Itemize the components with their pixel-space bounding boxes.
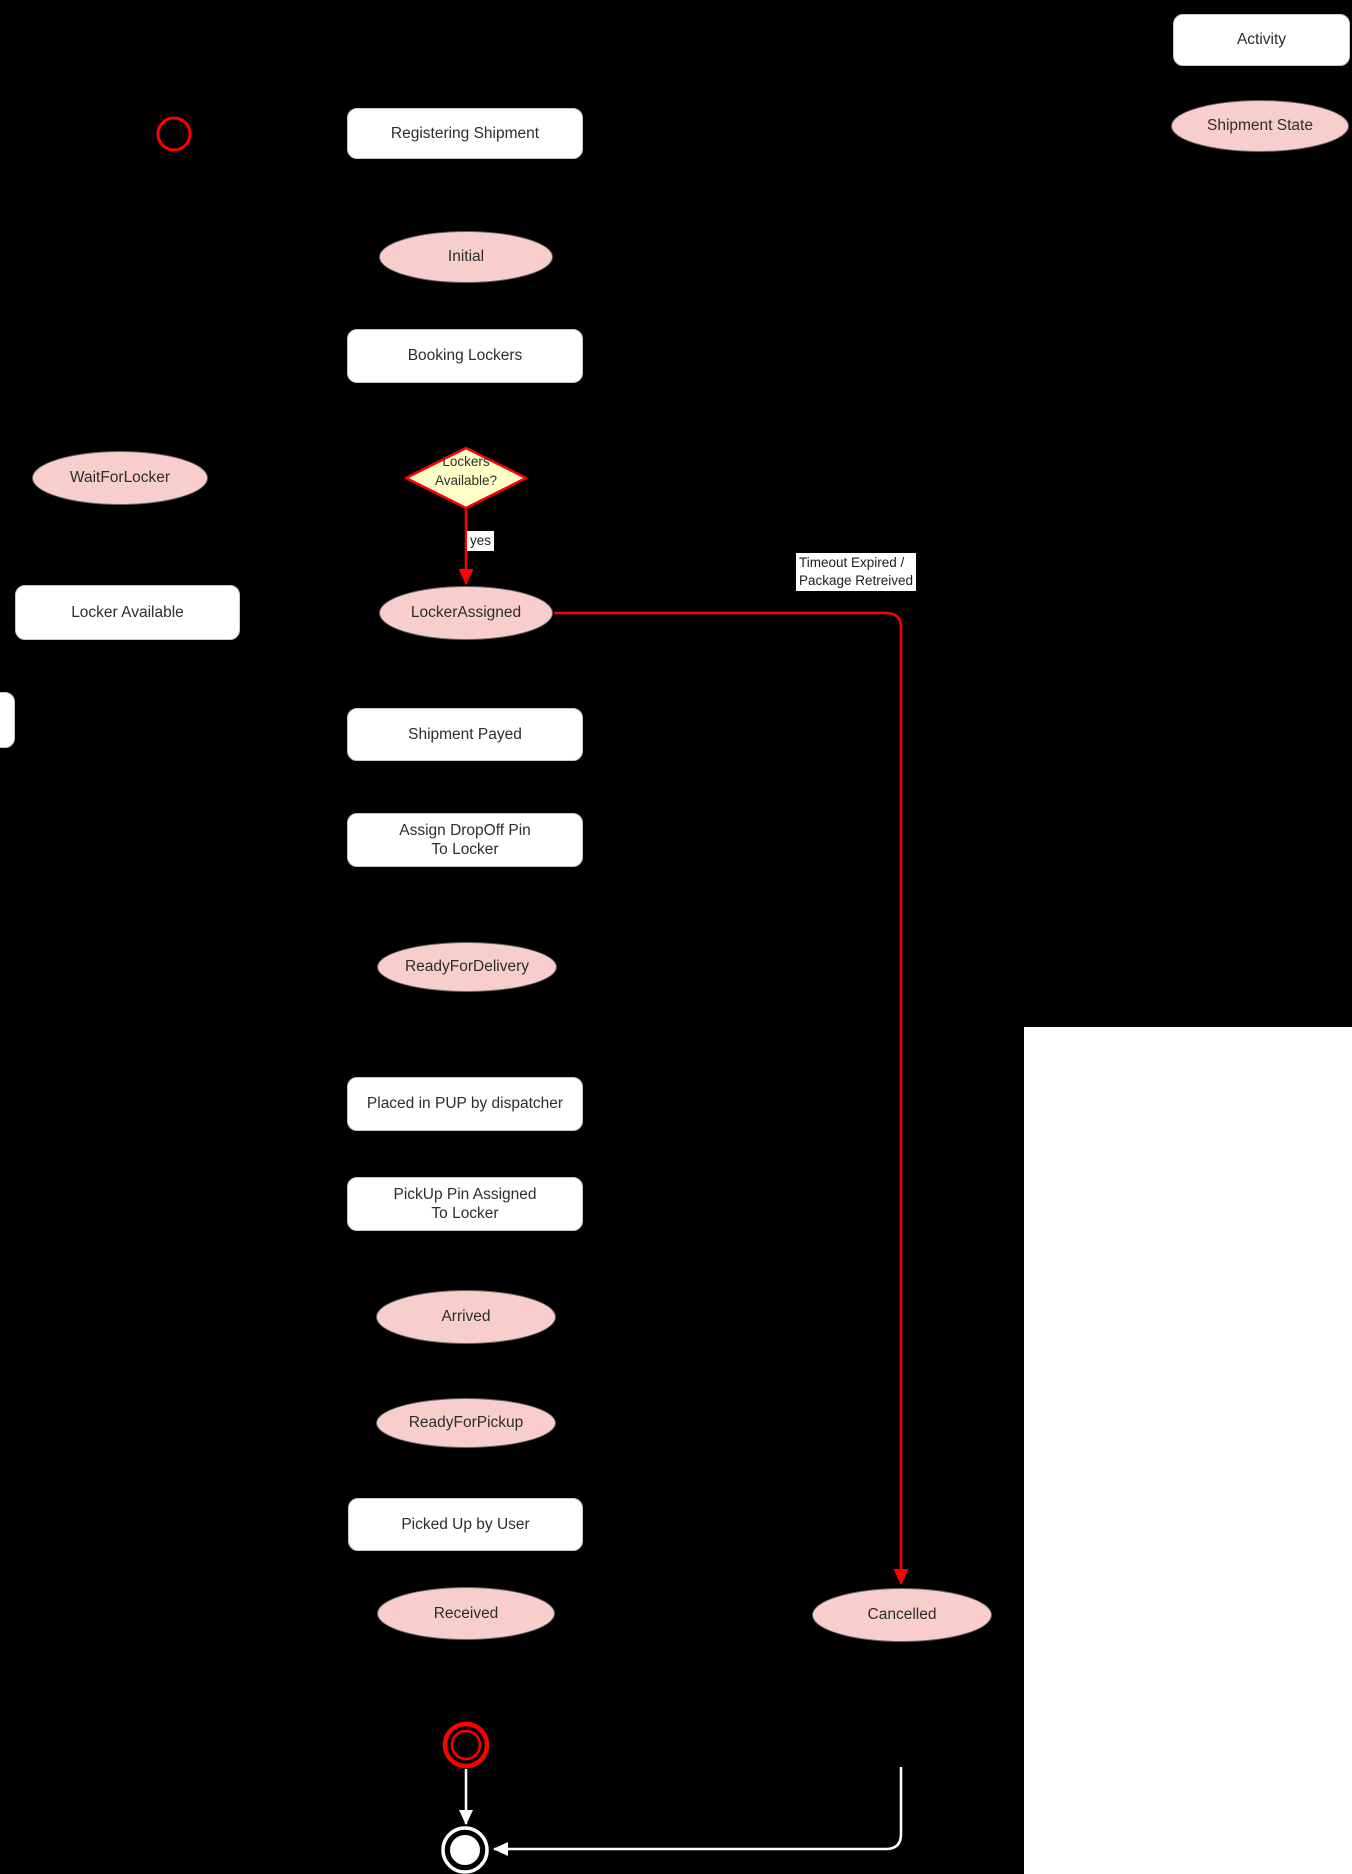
activity-registering-shipment: Registering Shipment (347, 108, 583, 159)
edge-label-yes: yes (467, 531, 495, 552)
activity-shipment-payed-label: Shipment Payed (408, 725, 522, 743)
state-ready-for-delivery-label: ReadyForDelivery (404, 958, 530, 976)
legend-activity-label: Activity (1236, 31, 1287, 49)
activity-assign-dropoff-pin-label: Assign DropOff Pin To Locker (399, 821, 531, 858)
state-ready-for-pickup-label: ReadyForPickup (408, 1414, 524, 1432)
activity-locker-available: Locker Available (15, 585, 240, 640)
state-locker-assigned: LockerAssigned (379, 586, 553, 640)
state-arrived: Arrived (376, 1290, 556, 1344)
state-wait-for-locker: WaitForLocker (32, 451, 208, 505)
decision-diamond-shape (404, 446, 528, 510)
state-locker-assigned-label: LockerAssigned (410, 604, 522, 622)
activity-registering-shipment-label: Registering Shipment (390, 124, 540, 142)
edge-lockerassigned-to-cancelled (554, 611, 909, 1585)
activity-booking-lockers: Booking Lockers (347, 329, 583, 383)
state-initial-label: Initial (447, 248, 485, 266)
state-initial: Initial (379, 231, 553, 283)
activity-placed-in-pup-label: Placed in PUP by dispatcher (366, 1095, 564, 1113)
state-arrived-label: Arrived (441, 1308, 491, 1326)
activity-booking-lockers-label: Booking Lockers (407, 347, 523, 365)
end-state-outer-circle-icon (442, 1721, 490, 1769)
state-cancelled-label: Cancelled (867, 1606, 937, 1624)
legend-shipment-state-ellipse: Shipment State (1171, 100, 1349, 152)
start-node-circle-icon (156, 116, 192, 152)
edge-cancelled-to-final (493, 1767, 903, 1856)
legend-shipment-state-label: Shipment State (1207, 117, 1313, 135)
end-state-inner-circle-icon (450, 1729, 482, 1761)
state-received-label: Received (433, 1604, 499, 1622)
final-node-inner-circle-icon (447, 1832, 483, 1868)
state-wait-for-locker-label: WaitForLocker (69, 469, 171, 487)
state-cancelled: Cancelled (812, 1588, 992, 1642)
edge-label-timeout: Timeout Expired / Package Retreived (796, 553, 917, 592)
page-background-region (1024, 1027, 1352, 1874)
activity-picked-up-by-user-label: Picked Up by User (401, 1515, 530, 1533)
state-ready-for-delivery: ReadyForDelivery (377, 942, 557, 992)
activity-locker-available-label: Locker Available (71, 603, 184, 621)
activity-picked-up-by-user: Picked Up by User (348, 1498, 583, 1551)
state-ready-for-pickup: ReadyForPickup (376, 1398, 556, 1448)
activity-placed-in-pup: Placed in PUP by dispatcher (347, 1077, 583, 1131)
activity-assign-dropoff-pin: Assign DropOff Pin To Locker (347, 813, 583, 867)
activity-pickup-pin-assigned: PickUp Pin Assigned To Locker (347, 1177, 583, 1231)
state-received: Received (377, 1587, 555, 1640)
decision-lockers-available-label: Lockers Available? (434, 454, 498, 488)
activity-pickup-pin-assigned-label: PickUp Pin Assigned To Locker (393, 1185, 537, 1222)
activity-shipment-payed: Shipment Payed (347, 708, 583, 761)
partial-activity-box (0, 692, 15, 748)
legend-activity-box: Activity (1173, 14, 1350, 66)
final-node-outer-circle-icon (441, 1826, 489, 1874)
